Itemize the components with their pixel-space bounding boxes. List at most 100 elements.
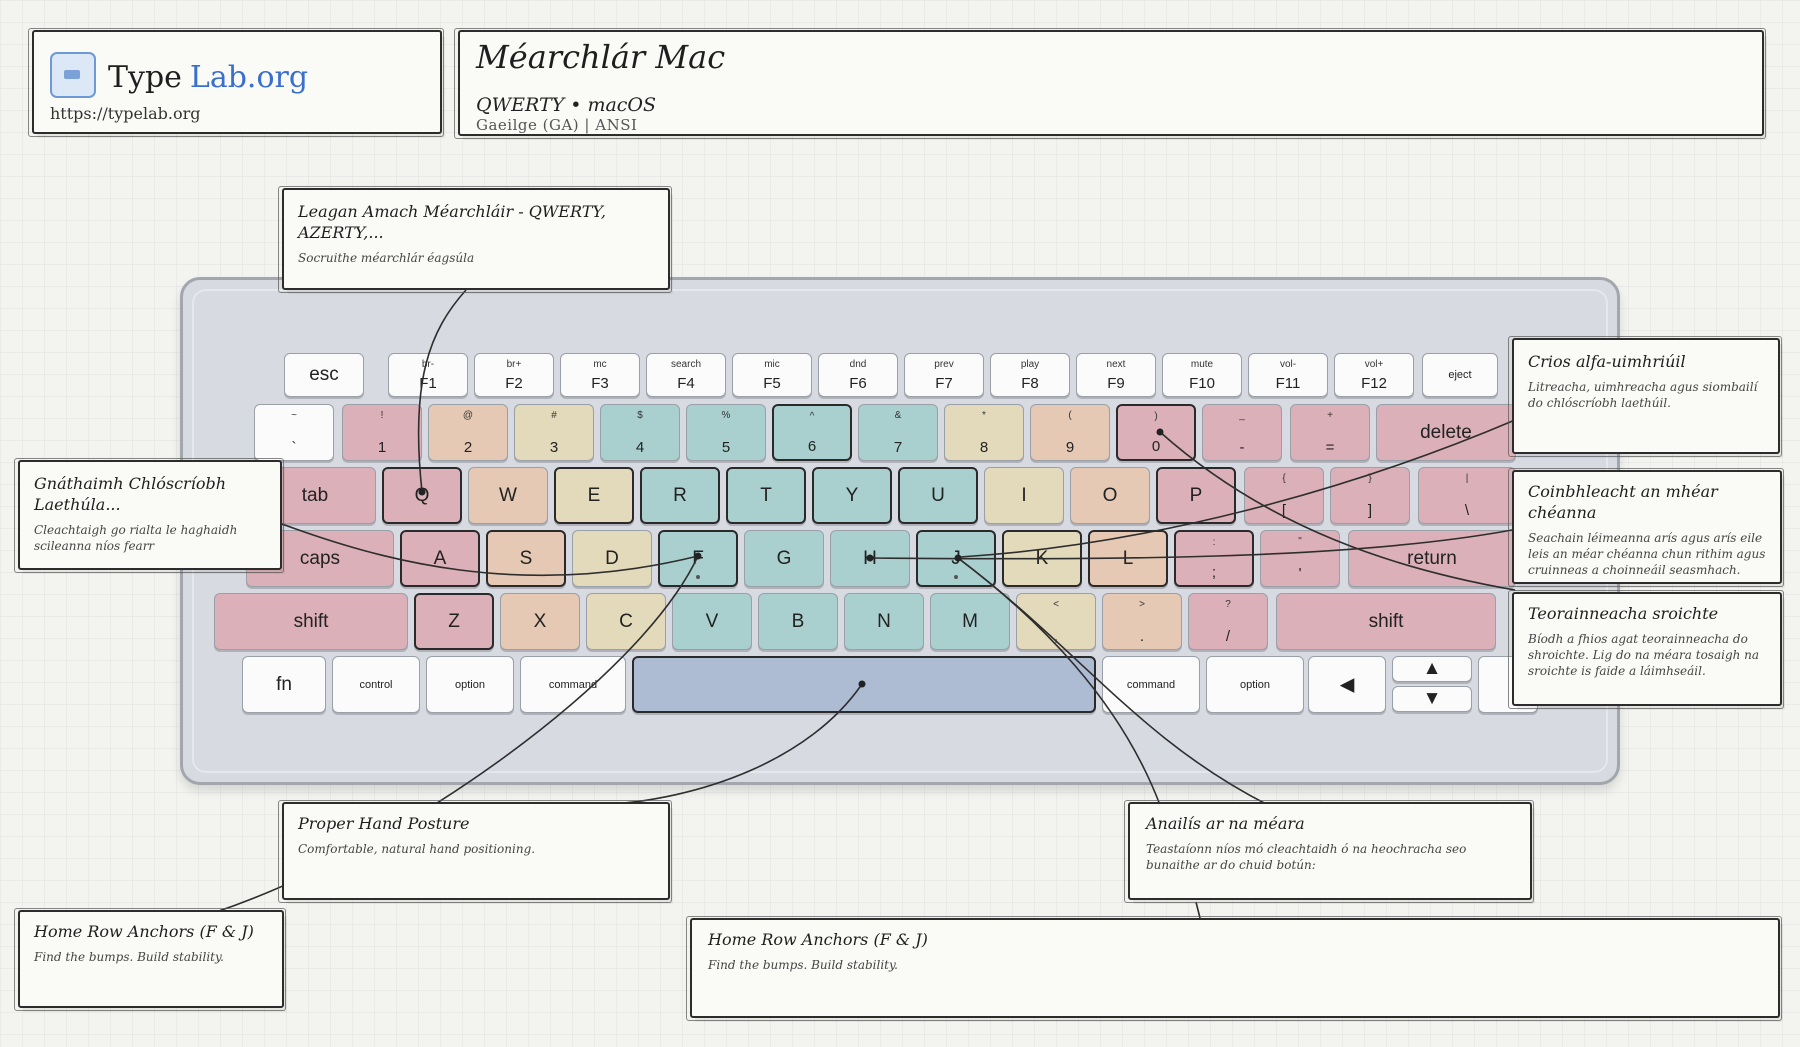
key-label: R [673,484,687,506]
key-f2[interactable]: br+F2 [474,353,554,397]
key-command[interactable]: command [1102,656,1200,713]
note-daily-habits: Gnáthaimh Chlóscríobh Laethúla... Cleach… [14,458,284,573]
key-t[interactable]: T [726,467,806,524]
key-s[interactable]: S [486,530,566,587]
key-6[interactable]: ^6 [772,404,852,461]
key-label: N [877,610,891,632]
key-eject[interactable]: eject [1422,353,1498,397]
key-o[interactable]: O [1070,467,1150,524]
key-label: F11 [1275,375,1301,392]
key-option[interactable]: option [1206,656,1304,713]
key-shift-label: mc [593,359,607,370]
key-label: ; [1211,564,1217,581]
key-c[interactable]: C [586,593,666,650]
key-▲[interactable]: ▲ [1392,656,1472,682]
key-label: 3 [549,439,559,456]
key-esc[interactable]: esc [284,353,364,397]
key-u[interactable]: U [898,467,978,524]
key-delete[interactable]: delete [1376,404,1516,461]
key-label: F5 [763,375,781,392]
key-/[interactable]: ?/ [1188,593,1268,650]
key-=[interactable]: += [1290,404,1370,461]
key-.[interactable]: >. [1102,593,1182,650]
key-n[interactable]: N [844,593,924,650]
key-g[interactable]: G [744,530,824,587]
key-4[interactable]: $4 [600,404,680,461]
key-e[interactable]: E [554,467,634,524]
key-label: F4 [677,375,695,392]
key-label: command [548,678,598,691]
key-label: 8 [979,439,989,456]
key-label: M [962,610,978,632]
key-][interactable]: }] [1330,467,1410,524]
key-label: 6 [807,438,817,455]
key-5[interactable]: %5 [686,404,766,461]
note-title: Home Row Anchors (F & J) [708,930,928,949]
key-x[interactable]: X [500,593,580,650]
key-a[interactable]: A [400,530,480,587]
key-label: G [776,547,792,569]
key-m[interactable]: M [930,593,1010,650]
key-shift[interactable]: shift [1276,593,1496,650]
key-shift-label: ! [380,410,384,421]
key-fn[interactable]: fn [242,656,326,713]
key-▼[interactable]: ▼ [1392,686,1472,712]
key-y[interactable]: Y [812,467,892,524]
language-subtitle: Gaeilge (GA) | ANSI [476,116,638,134]
key-shift-label: > [1139,599,1145,610]
key-1[interactable]: !1 [342,404,422,461]
key-3[interactable]: #3 [514,404,594,461]
key-label: U [931,484,945,506]
key-8[interactable]: *8 [944,404,1024,461]
key-7[interactable]: &7 [858,404,938,461]
key-v[interactable]: V [672,593,752,650]
line-layout [417,289,467,493]
key-option[interactable]: option [426,656,514,713]
key--[interactable]: _- [1202,404,1282,461]
key-f11[interactable]: vol-F11 [1248,353,1328,397]
key-;[interactable]: :; [1174,530,1254,587]
key-control[interactable]: control [332,656,420,713]
key-d[interactable]: D [572,530,652,587]
key-label: O [1102,484,1118,506]
note-desc: Find the bumps. Build stability. [34,949,224,964]
key-◀[interactable]: ◀ [1308,656,1386,713]
brand-url[interactable]: https://typelab.org [50,104,201,123]
key-b[interactable]: B [758,593,838,650]
note-title: Coinbhleacht an mhéar chéanna [1528,482,1718,522]
key-i[interactable]: I [984,467,1064,524]
key-\[interactable]: |\ [1418,467,1516,524]
key-label: command [1126,678,1176,691]
key-label: F9 [1107,375,1125,392]
key-label: T [760,484,772,506]
key-label: control [359,678,393,691]
key-shift[interactable]: shift [214,593,408,650]
key-9[interactable]: (9 [1030,404,1110,461]
key-f1[interactable]: br-F1 [388,353,468,397]
key-label: D [605,547,619,569]
key-[[interactable]: {[ [1244,467,1324,524]
key-f12[interactable]: vol+F12 [1334,353,1414,397]
note-title: Leagan Amach Méarchláir - QWERTY, AZERTY… [298,202,606,242]
home-bump-icon [954,575,958,579]
key-w[interactable]: W [468,467,548,524]
key-r[interactable]: R [640,467,720,524]
line-fingers-a [957,557,1161,806]
key-'[interactable]: "' [1260,530,1340,587]
key-shift-label: ~ [291,410,297,421]
key-label: esc [309,364,339,385]
key-return[interactable]: return [1348,530,1516,587]
key-z[interactable]: Z [414,593,494,650]
key-shift-label: _ [1239,410,1245,421]
key-`[interactable]: ~` [254,404,334,461]
key-2[interactable]: @2 [428,404,508,461]
